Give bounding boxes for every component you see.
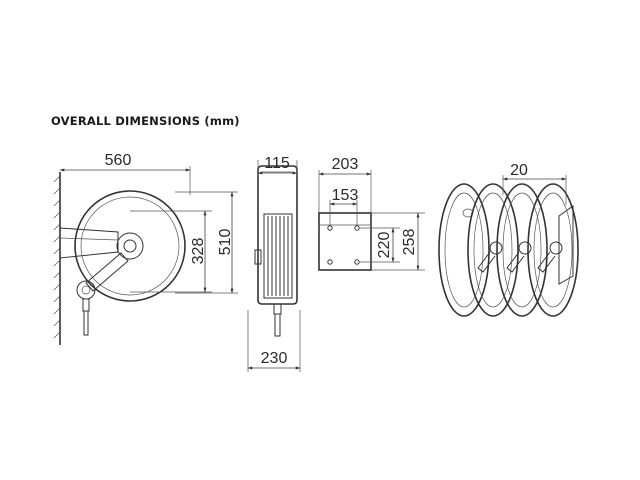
bracket-holes [327,225,360,265]
page-title: OVERALL DIMENSIONS (mm) [51,114,240,128]
dim-560: 560 [105,152,132,169]
wall-bracket [558,205,574,285]
reel-4 [527,183,579,317]
side-view: 560 328 510 [53,152,238,345]
dim-153: 153 [332,187,359,204]
dim-258: 258 [401,229,418,256]
dim-20: 20 [510,162,528,179]
dim-510: 510 [217,229,234,256]
multi-reel-view: 20 [438,162,579,317]
reel-1 [438,183,490,317]
dim-220: 220 [376,232,393,259]
reel-3 [496,183,548,317]
dim-230: 230 [261,350,288,367]
bracket-view: 203 153 220 258 [318,156,425,271]
front-view: 115 230 [247,155,301,372]
dim-203: 203 [332,156,359,173]
reel-2 [467,183,519,317]
wall-hatching [53,175,61,339]
dim-115: 115 [264,155,290,172]
dim-328: 328 [190,238,207,265]
